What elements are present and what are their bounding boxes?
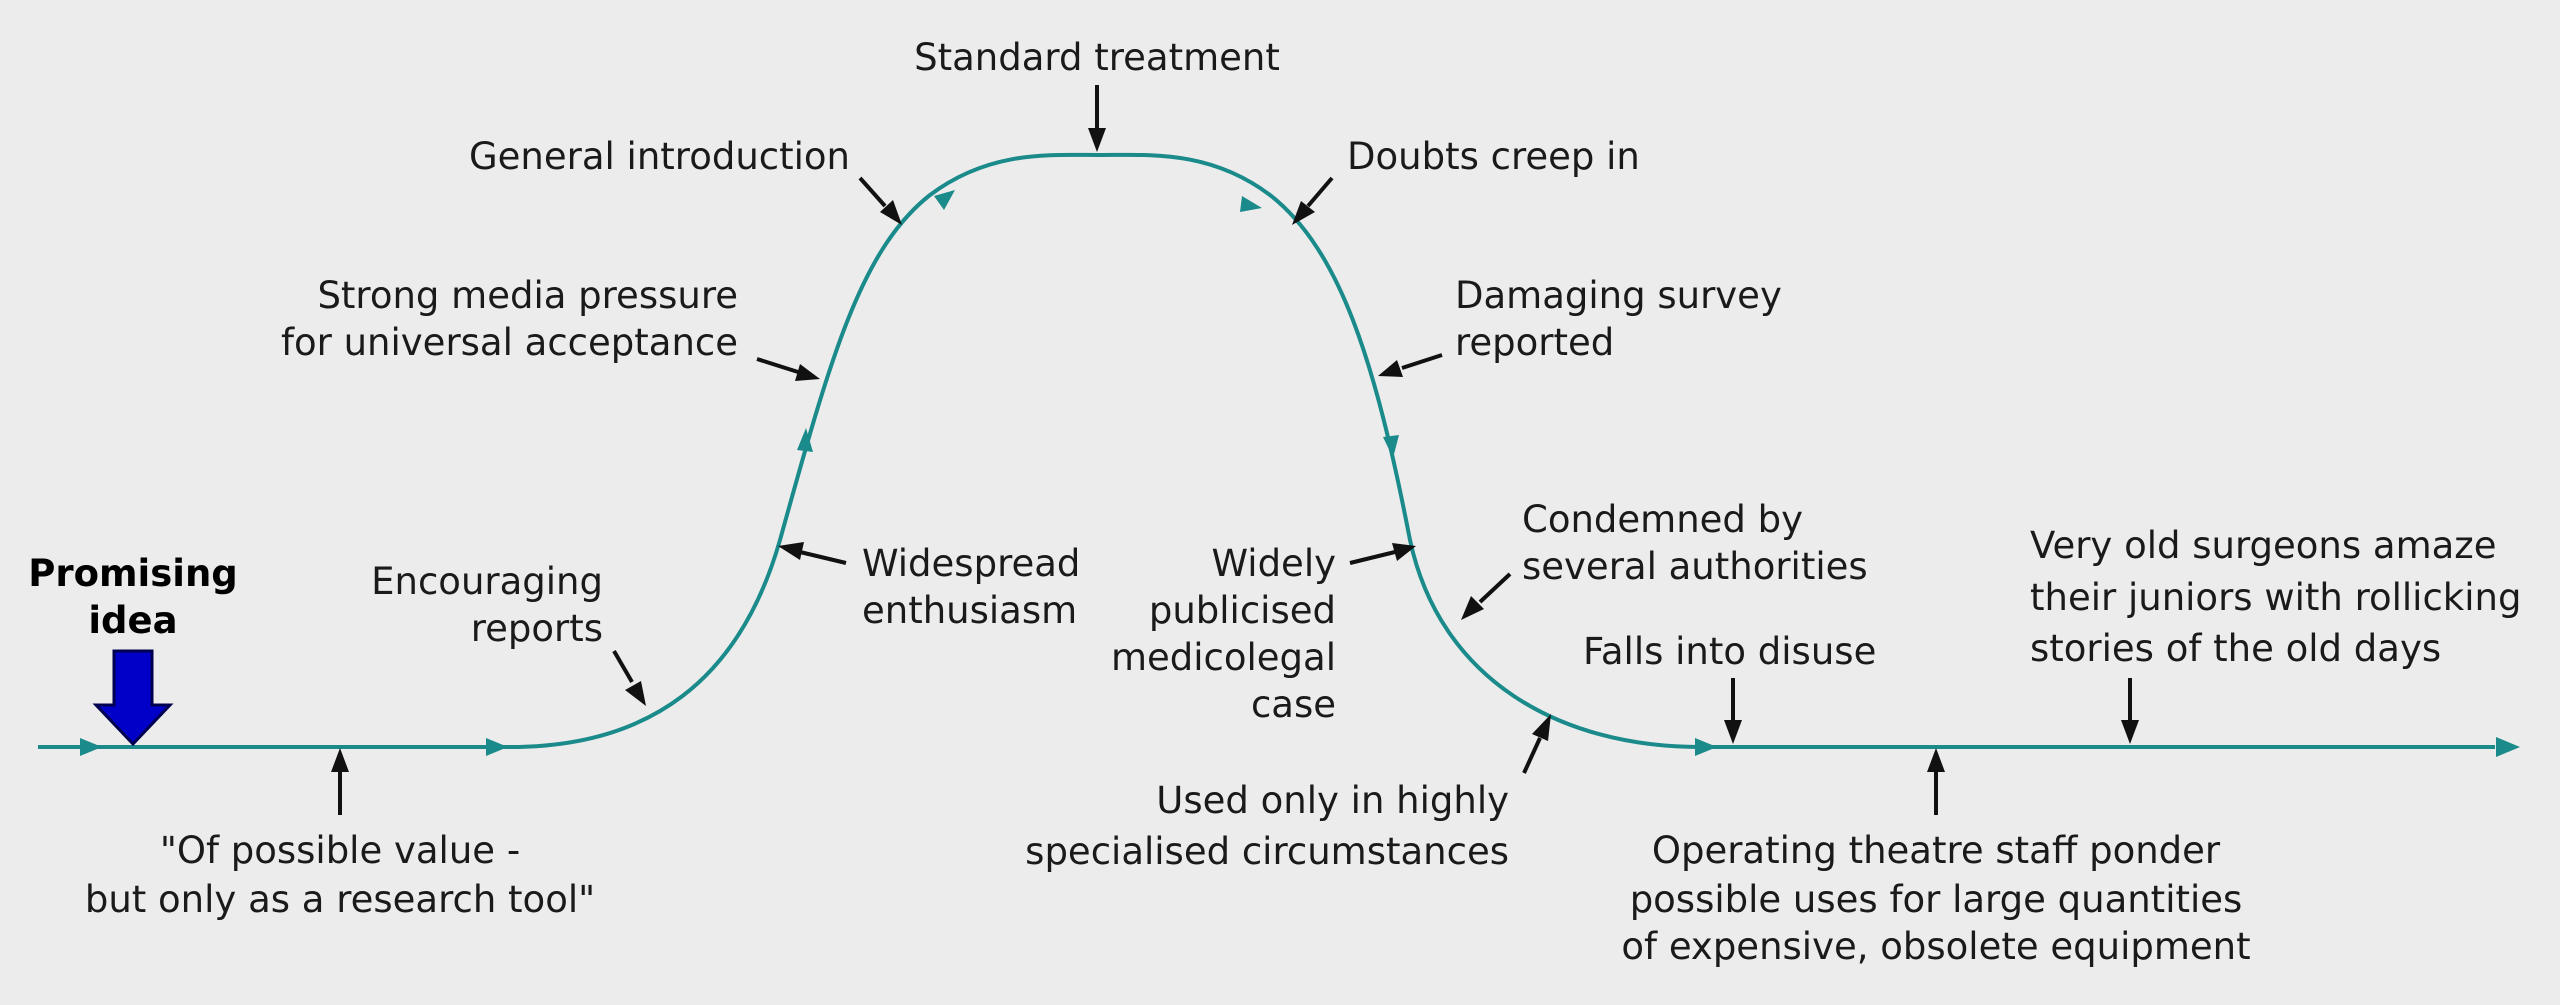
label-media-pressure-line2: for universal acceptance <box>281 321 738 364</box>
label-widely-line3: medicolegal <box>1111 636 1336 679</box>
curve-arrowhead <box>797 428 813 452</box>
label-widely-line1: Widely <box>1212 542 1336 585</box>
label-standard-treatment: Standard treatment <box>914 36 1280 79</box>
curve-arrowhead <box>2496 737 2520 757</box>
curve-arrowhead <box>1695 738 1717 756</box>
labels: Promising idea Standard treatment Genera… <box>28 36 2521 968</box>
label-condemned-line1: Condemned by <box>1522 498 1803 541</box>
start-label-line1: Promising <box>28 552 238 595</box>
label-possible-value-line2: but only as a research tool" <box>85 878 595 921</box>
curve-arrowhead <box>934 190 955 210</box>
label-general-introduction: General introduction <box>469 135 850 178</box>
promising-idea-arrow <box>92 649 174 747</box>
label-surgeons-line2: their juniors with rollicking <box>2030 576 2521 619</box>
label-possible-value-line1: "Of possible value - <box>160 829 520 872</box>
label-damaging-survey-line1: Damaging survey <box>1455 274 1782 317</box>
label-surgeons-line1: Very old surgeons amaze <box>2030 524 2496 567</box>
start-label-line2: idea <box>88 599 177 642</box>
label-encouraging-line1: Encouraging <box>371 560 603 603</box>
label-encouraging-line2: reports <box>471 607 603 650</box>
label-theatre-staff-line2: possible uses for large quantities <box>1630 878 2243 921</box>
label-widely-line4: case <box>1251 683 1336 726</box>
label-surgeons-line3: stories of the old days <box>2030 627 2441 670</box>
label-condemned-line2: several authorities <box>1522 545 1868 588</box>
label-theatre-staff-line1: Operating theatre staff ponder <box>1652 829 2221 872</box>
curve-arrowhead <box>80 738 102 756</box>
label-used-only-line2: specialised circumstances <box>1025 830 1509 873</box>
curve-arrowheads <box>80 190 2520 757</box>
label-used-only-line1: Used only in highly <box>1156 779 1509 822</box>
curve-arrowhead <box>1383 435 1399 458</box>
label-widespread-line1: Widespread <box>862 542 1080 585</box>
label-damaging-survey-line2: reported <box>1455 321 1614 364</box>
label-media-pressure-line1: Strong media pressure <box>317 274 738 317</box>
label-widely-line2: publicised <box>1149 589 1336 632</box>
label-widespread-line2: enthusiasm <box>862 589 1077 632</box>
life-cycle-curve <box>38 152 2495 749</box>
curve-arrowhead <box>486 738 508 756</box>
label-doubts-creep-in: Doubts creep in <box>1347 135 1640 178</box>
curve-arrowhead <box>1240 196 1262 212</box>
label-theatre-staff-line3: of expensive, obsolete equipment <box>1621 925 2250 968</box>
pointer-arrows <box>331 85 2139 815</box>
label-falls-into-disuse: Falls into disuse <box>1583 630 1876 673</box>
